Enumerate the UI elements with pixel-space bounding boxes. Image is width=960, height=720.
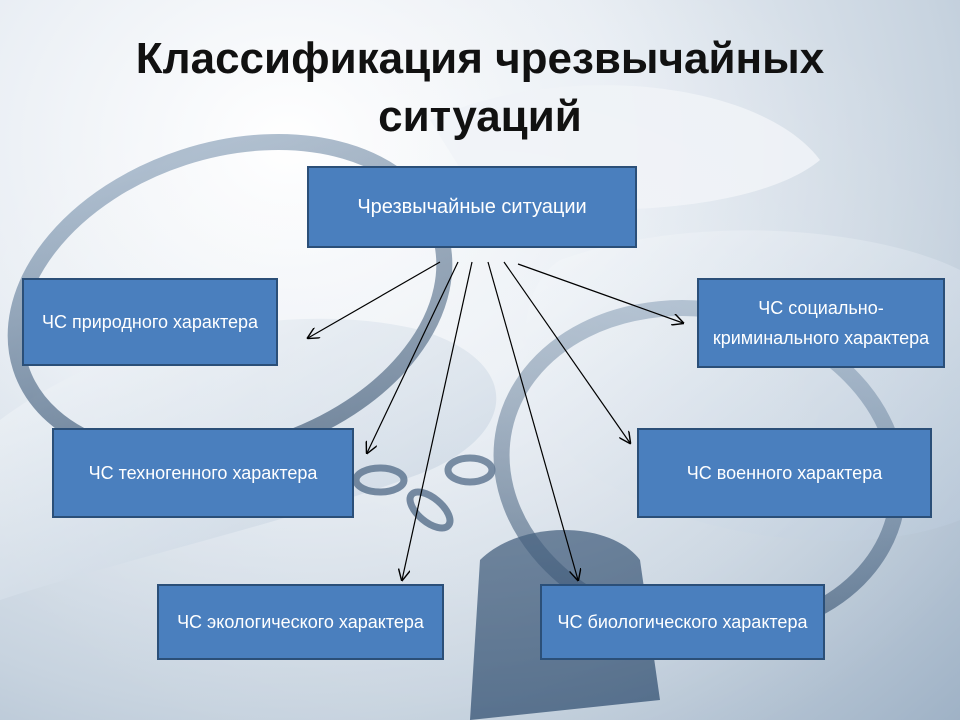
arrow-to-ecological [402,261,473,580]
arrow-to-social [517,263,683,323]
box-biological: ЧС биологического характера [540,584,825,660]
arrow-to-technogenic [367,261,459,453]
box-natural: ЧС природного характера [22,278,278,366]
slide-title: Классификация чрезвычайных ситуаций [135,34,825,141]
arrow-to-biological [487,261,578,580]
box-technogenic: ЧС техногенного характера [52,428,354,518]
root-box: Чрезвычайные ситуации [307,166,637,248]
box-military: ЧС военного характера [637,428,932,518]
box-ecological: ЧС экологического характера [157,584,444,660]
box-social: ЧС социально-криминального характера [697,278,945,368]
arrow-to-natural [308,261,441,338]
arrow-to-military [503,261,630,443]
